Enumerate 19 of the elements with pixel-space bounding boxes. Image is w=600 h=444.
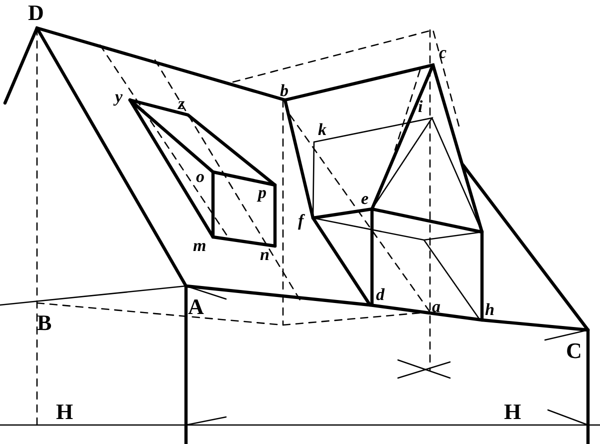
point-label: k	[318, 121, 326, 138]
point-label: D	[28, 2, 44, 24]
point-label: f	[298, 212, 304, 229]
point-label: m	[193, 237, 206, 254]
point-label: b	[280, 82, 288, 99]
point-label: a	[432, 298, 440, 315]
point-label: A	[188, 296, 204, 318]
point-label: y	[115, 88, 123, 105]
point-label: H	[504, 401, 522, 423]
point-label: h	[485, 301, 494, 318]
point-label: H	[56, 401, 74, 423]
point-label: p	[258, 184, 266, 201]
point-label: n	[260, 246, 270, 263]
point-label: d	[376, 286, 384, 303]
point-label: B	[37, 312, 52, 334]
point-label: i	[418, 98, 423, 115]
point-label: C	[566, 340, 582, 362]
point-label: o	[196, 168, 204, 185]
point-label: e	[361, 190, 369, 207]
